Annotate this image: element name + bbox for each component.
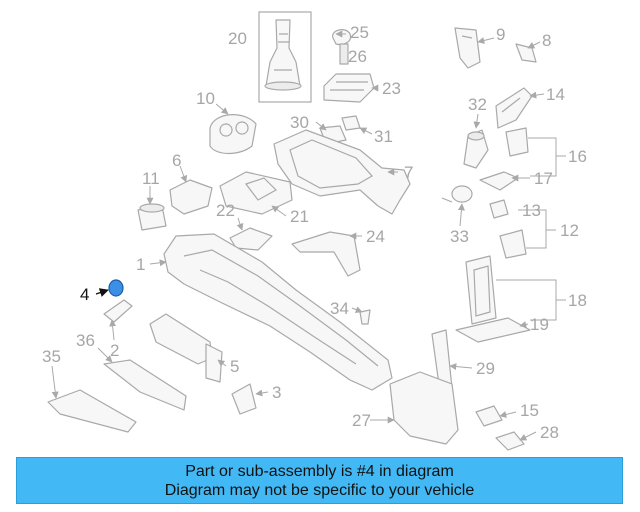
banner-line-disclaimer: Diagram may not be specific to your vehi… xyxy=(164,482,475,499)
part-16-switch xyxy=(505,127,529,157)
leader-lines xyxy=(51,30,566,441)
callout-20: 20 xyxy=(228,29,247,48)
callout-30: 30 xyxy=(290,113,309,132)
callout-17: 17 xyxy=(534,169,553,188)
part-34-screw xyxy=(359,309,371,325)
part-2-bracket xyxy=(103,299,133,323)
part-9-bracket xyxy=(454,27,481,69)
callout-27: 27 xyxy=(352,411,371,430)
part-36-side-panel xyxy=(149,313,213,365)
info-banner: Part or sub-assembly is #4 in diagram Di… xyxy=(16,457,623,504)
part-14-trim-strip xyxy=(495,87,533,129)
part-31-clip xyxy=(341,115,361,131)
part-6-cover xyxy=(169,179,213,215)
callout-19: 19 xyxy=(530,315,549,334)
callout-12: 12 xyxy=(560,221,579,240)
part-21-boot-frame xyxy=(219,171,293,215)
part-1-center-console xyxy=(163,233,393,391)
callout-24: 24 xyxy=(366,227,385,246)
callout-28: 28 xyxy=(540,423,559,442)
callout-6: 6 xyxy=(172,151,181,170)
part-20-shift-boot xyxy=(258,11,312,103)
part-36-lower-trim xyxy=(103,359,187,411)
callout-9: 9 xyxy=(496,25,505,44)
callout-2: 2 xyxy=(110,341,119,360)
callout-36: 36 xyxy=(76,331,95,350)
part-18-storage-box xyxy=(465,255,497,325)
part-19-tray xyxy=(455,317,531,343)
callout-21: 21 xyxy=(290,207,309,226)
callout-26: 26 xyxy=(348,47,367,66)
callout-18: 18 xyxy=(568,291,587,310)
callout-34: 34 xyxy=(330,299,349,318)
callout-11: 11 xyxy=(142,169,160,188)
callout-29: 29 xyxy=(476,359,495,378)
part-11-mount xyxy=(137,203,167,231)
callout-25: 25 xyxy=(350,23,369,42)
callout-16: 16 xyxy=(568,147,587,166)
part-28-clip xyxy=(495,431,525,451)
callout-10: 10 xyxy=(196,89,215,108)
callout-13: 13 xyxy=(522,201,541,220)
callout-7: 7 xyxy=(404,163,413,182)
part-7-rear-console-trim xyxy=(273,129,411,215)
callout-15: 15 xyxy=(520,401,539,420)
part-24-bracket xyxy=(291,231,361,277)
part-32-lighter xyxy=(463,129,489,169)
part-5-cover xyxy=(205,343,223,383)
callout-35: 35 xyxy=(42,347,61,366)
callout-labels: 20 25 26 23 9 8 10 30 31 14 32 16 6 7 11… xyxy=(42,23,587,442)
callout-32: 32 xyxy=(468,95,487,114)
callout-3: 3 xyxy=(272,383,281,402)
callout-4-highlighted: 4 xyxy=(80,285,89,304)
part-33-ring xyxy=(441,185,473,203)
part-13-clip xyxy=(489,199,509,219)
part-35-bracket xyxy=(47,389,137,433)
callout-22: 22 xyxy=(216,201,235,220)
part-3-bracket xyxy=(231,383,257,415)
callout-23: 23 xyxy=(382,79,401,98)
part-25-26-23-shift-knob xyxy=(323,29,375,103)
callout-8: 8 xyxy=(542,31,551,50)
part-17-switch xyxy=(479,171,519,191)
callout-5: 5 xyxy=(230,357,239,376)
callout-31: 31 xyxy=(374,127,393,146)
banner-line-part-number: Part or sub-assembly is #4 in diagram xyxy=(185,463,454,480)
part-4-highlighted-cap xyxy=(108,279,124,297)
part-15-pad xyxy=(475,405,503,427)
part-10-cup-holder xyxy=(209,114,257,155)
part-27-lever-base xyxy=(389,371,459,445)
callout-1: 1 xyxy=(136,255,145,274)
part-8-clip xyxy=(515,43,537,63)
callout-14: 14 xyxy=(546,85,565,104)
callout-33: 33 xyxy=(450,227,469,246)
part-12-panel xyxy=(499,229,527,259)
